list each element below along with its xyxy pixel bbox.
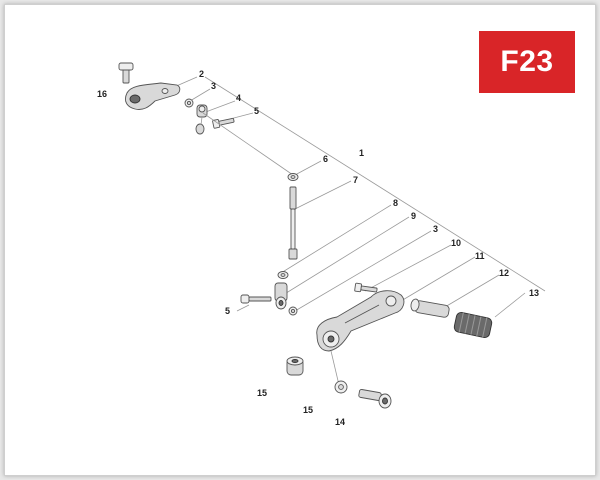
callout-6: 6 [323, 154, 328, 164]
callout-4: 4 [236, 93, 241, 103]
callout-3-lower: 3 [433, 224, 438, 234]
leader-5a [229, 112, 254, 120]
callout-14: 14 [335, 417, 345, 427]
callout-8: 8 [393, 198, 398, 208]
assembly-axis-lower [330, 350, 340, 386]
leader-8 [280, 204, 392, 274]
part-15-bushing-left [286, 356, 304, 376]
callout-9: 9 [411, 211, 416, 221]
part-14-pivot-bolt [358, 389, 392, 409]
page-code-badge: F23 [479, 31, 575, 93]
callout-5: 5 [254, 106, 259, 116]
diagram-frame: F23 [4, 4, 596, 476]
leader-11 [400, 256, 476, 302]
exploded-parts-diagram: 16 2 3 4 5 1 6 7 8 9 3 10 11 12 13 5 15 … [97, 62, 546, 427]
part-11-shift-lever [316, 290, 405, 352]
part-15-washer-right [334, 380, 348, 394]
callout-15-lower: 15 [303, 405, 313, 415]
part-3-washer-upper [184, 98, 194, 108]
leader-13 [494, 292, 526, 318]
part-7-shift-rod [288, 186, 298, 260]
part-8-nut-lower [277, 271, 289, 279]
leader-9 [282, 216, 410, 296]
leader-3a [189, 88, 211, 102]
leader-4 [202, 100, 236, 114]
callout-10: 10 [451, 238, 461, 248]
part-5-bolt-lower [240, 294, 272, 304]
callout-7: 7 [353, 175, 358, 185]
callout-labels: 16 2 3 4 5 1 6 7 8 9 3 10 11 12 13 5 15 … [97, 69, 539, 427]
callout-5-lower: 5 [225, 306, 230, 316]
callout-3: 3 [211, 81, 216, 91]
part-13-rubber-peg [453, 311, 493, 339]
leader-5b [236, 304, 250, 312]
assembly-axis-upper [202, 112, 294, 176]
part-6-nut [287, 173, 299, 181]
part-2-upper-arm [124, 82, 181, 110]
leader-12 [444, 274, 500, 308]
callout-16: 16 [97, 89, 107, 99]
part-3-washer-lower [288, 306, 298, 316]
leader-3b [294, 230, 432, 312]
part-16-bolt [118, 62, 134, 84]
leader-6 [294, 160, 322, 176]
part-4-joint-upper [195, 104, 208, 135]
leader-7 [294, 180, 352, 210]
callout-13: 13 [529, 288, 539, 298]
callout-15: 15 [257, 388, 267, 398]
callout-12: 12 [499, 268, 509, 278]
part-12-peg-shaft [410, 298, 450, 318]
leader-1 [204, 76, 546, 292]
callout-1: 1 [359, 148, 364, 158]
leader-10 [364, 244, 452, 292]
leader-lines [164, 76, 546, 318]
part-10-bolt [354, 282, 378, 293]
callout-11: 11 [475, 251, 485, 261]
callout-2: 2 [199, 69, 204, 79]
part-9-joint-lower [274, 282, 288, 310]
